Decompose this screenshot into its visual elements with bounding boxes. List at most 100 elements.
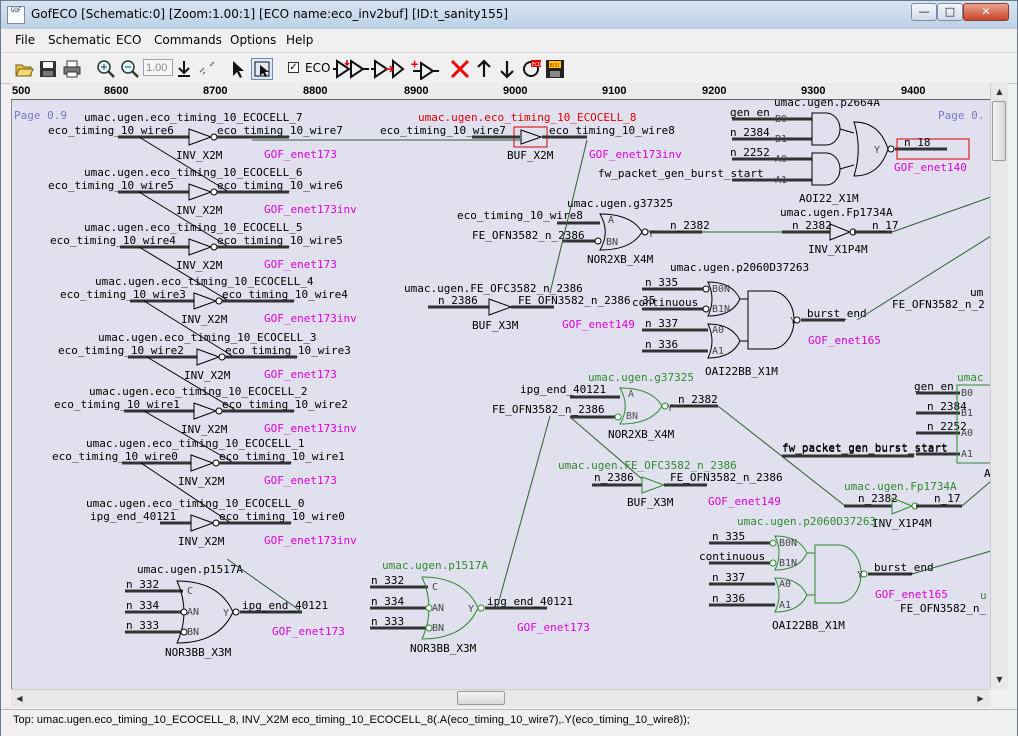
gof-tag-label: GOF_enet173 [264, 258, 337, 271]
cell-type-label: NOR3BB_X3M [165, 646, 232, 659]
ruler-tick: 8800 [303, 85, 328, 97]
input-net-label: continuous [632, 296, 698, 309]
cell-type-label: INV_X2M [181, 423, 228, 436]
wire [961, 480, 991, 507]
gof-tag-label: GOF_enet149 [562, 318, 635, 331]
menu-schematic[interactable]: Schematic [48, 33, 111, 47]
zoom-out-icon[interactable] [119, 58, 141, 80]
input-net-label: eco_timing_10_wire3 [60, 288, 186, 301]
cell-type-label: NOR3BB_X3M [410, 642, 477, 655]
arrow-up-icon[interactable] [473, 58, 495, 80]
pin-bubble [425, 624, 433, 632]
zoom-fit-icon[interactable] [196, 58, 218, 80]
pin-label: B1 [775, 134, 787, 145]
pin-bubble [614, 413, 622, 421]
inverter-gate [190, 454, 215, 472]
title-bar[interactable]: GOF GofECO [Schematic:0] [Zoom:1.00:1] [… [1, 1, 1017, 29]
menu-bar: File Schematic ECO Commands Options Help [1, 30, 1017, 50]
eco-save-icon[interactable]: ECO [544, 58, 566, 80]
pin-label: C [187, 586, 193, 597]
chain-wire [143, 300, 235, 358]
cell-instance-name: umac.ugen.eco_timing_10_ECOCELL_0 [86, 497, 305, 510]
ruler-tick: 9400 [901, 85, 926, 97]
gof-tag-label: GOF_enet140 [894, 161, 967, 174]
eco-refresh-icon[interactable]: ECO [520, 58, 542, 80]
input-net-label: n_2252 [730, 146, 770, 159]
cell-instance-name: umac.ugen.Fp1734A [844, 480, 957, 493]
inverter-gate [188, 238, 213, 256]
cell-type-label: NOR2XB_X4M [608, 428, 675, 441]
output-bubble [641, 228, 649, 236]
cell-instance-name: umac.ugen.eco_timing_10_ECOCELL_3 [98, 331, 317, 344]
menu-help[interactable]: Help [286, 33, 314, 47]
eco-insert-buffer-icon[interactable] [333, 58, 369, 80]
menu-options[interactable]: Options [230, 33, 277, 47]
pin-label: A0 [779, 579, 791, 590]
horizontal-scroll-thumb[interactable] [457, 691, 505, 705]
gof-tag-label: GOF_enet173 [517, 621, 590, 634]
input-net-label: continuous [699, 550, 765, 563]
delete-icon[interactable] [449, 58, 471, 80]
output-net-label: eco_timing_10_wire1 [219, 450, 345, 463]
input-net-label: gen_en [730, 106, 770, 119]
pin-label: BN [432, 623, 444, 634]
and-gate [747, 290, 795, 350]
pin-label: B0N [779, 538, 797, 549]
select-arrow-icon[interactable] [227, 58, 249, 80]
input-net-label: n_334 [126, 599, 159, 612]
scroll-down-icon[interactable]: ▼ [996, 675, 1003, 684]
horizontal-scrollbar[interactable]: ◀ ▶ [11, 689, 990, 707]
cell-instance-name: umac.ugen.eco_timing_10_ECOCELL_7 [84, 111, 303, 124]
select-rect-icon[interactable] [251, 58, 273, 80]
eco-add-gate-icon[interactable]: + [409, 58, 443, 80]
inverter-bubble [210, 188, 218, 196]
pin-label: BN [606, 237, 618, 248]
vertical-scrollbar[interactable]: ▲ ▼ [990, 83, 1008, 689]
open-folder-icon[interactable] [13, 58, 35, 80]
pin-label: A1 [779, 600, 791, 611]
inverter-bubble [210, 243, 218, 251]
menu-file[interactable]: File [15, 33, 36, 47]
input-net-label: n_337 [645, 317, 678, 330]
cell-instance-name: umac.ugen.eco_timing_10_ECOCELL_2 [89, 385, 308, 398]
save-icon[interactable] [37, 58, 59, 80]
pin-label: A [628, 389, 634, 400]
print-icon[interactable] [61, 58, 83, 80]
input-net-label: n_336 [645, 338, 678, 351]
pin-bubble [425, 604, 433, 612]
output-net-label: FE_OFN3582_n_ [900, 602, 986, 615]
cell-type-label: INV_X2M [181, 313, 228, 326]
gof-tag-label: GOF_enet173inv [264, 422, 357, 435]
cell-type-label: BUF_X3M [472, 319, 519, 332]
maximize-button[interactable]: □ [937, 3, 963, 21]
input-net-label: n_336 [712, 592, 745, 605]
scroll-up-icon[interactable]: ▲ [996, 87, 1003, 96]
eco-checkbox[interactable]: ✓ [288, 62, 299, 73]
input-net-label: n_333 [371, 615, 404, 628]
buffer-gate [520, 129, 543, 145]
zoom-input[interactable] [143, 59, 173, 76]
output-net-label: n_2382 [678, 393, 718, 406]
scroll-right-icon[interactable]: ▶ [977, 694, 984, 703]
page-label: Page 0. [938, 109, 984, 122]
zoom-apply-icon[interactable] [173, 58, 195, 80]
scroll-left-icon[interactable]: ◀ [16, 694, 23, 703]
minimize-button[interactable]: — [911, 3, 937, 21]
menu-eco[interactable]: ECO [116, 33, 142, 47]
pin-bubble [793, 316, 801, 324]
arrow-down-icon[interactable] [496, 58, 518, 80]
menu-commands[interactable]: Commands [154, 33, 222, 47]
eco-checkbox-label: ECO [305, 61, 331, 75]
status-bar: Top: umac.ugen.eco_timing_10_ECOCELL_8, … [1, 709, 1017, 736]
cell-instance-name: umac.ugen.Fp1734A [780, 206, 893, 219]
vertical-scroll-thumb[interactable] [992, 101, 1006, 161]
inverter-gate [193, 292, 218, 310]
input-net-label: fw_packet_gen_burst_start [782, 441, 948, 454]
eco-insert-gate-icon[interactable] [371, 58, 407, 80]
output-net-label: FE_OFN3582_n_2386 [670, 471, 783, 484]
output-bubble [661, 402, 669, 410]
close-button[interactable]: ✕ [963, 3, 1009, 21]
zoom-in-icon[interactable] [95, 58, 117, 80]
